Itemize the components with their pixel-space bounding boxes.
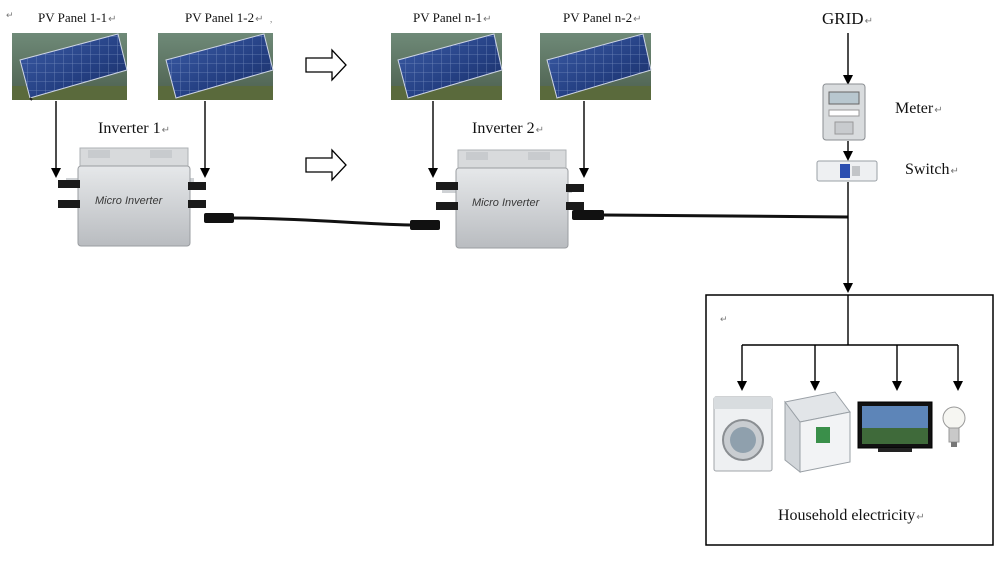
continuation-arrow-middle — [305, 148, 347, 182]
return-mark: ↵ — [950, 166, 959, 177]
pv-panel-n-1-label-text: PV Panel n-1 — [413, 10, 483, 25]
television-image — [857, 401, 933, 452]
return-mark: ↵ — [483, 14, 492, 25]
grid-label: GRID↵ — [822, 9, 873, 29]
continuation-arrow-top — [305, 48, 347, 82]
return-mark: ↵ — [633, 14, 642, 25]
top-load-washer-image — [784, 391, 851, 474]
inverter-2-device-text: Micro Inverter — [472, 197, 541, 209]
meter-label-text: Meter — [895, 100, 934, 117]
pv-panel-n-2-label-text: PV Panel n-2 — [563, 10, 633, 25]
switch-label-text: Switch — [905, 161, 950, 178]
return-mark: ↵ — [108, 14, 117, 25]
stray-comma-mark: , — [270, 14, 273, 24]
solar-panel-image-n-2 — [540, 33, 652, 100]
micro-inverter-2-device — [410, 149, 604, 249]
inverter-1-label: Inverter 1↵ — [98, 120, 170, 138]
circuit-switch-image — [816, 160, 878, 182]
switch-label: Switch↵ — [905, 161, 959, 179]
inverter-1-device-text: Micro Inverter — [95, 195, 164, 207]
ac-cable-inverter-2-to-grid — [603, 213, 849, 219]
inverter-2-label: Inverter 2↵ — [472, 120, 544, 138]
household-return-mark: ↵ — [720, 314, 728, 324]
meter-label: Meter↵ — [895, 100, 943, 118]
light-bulb-image — [942, 406, 966, 447]
return-mark: ↵ — [864, 16, 873, 27]
pv-panel-n-2-label: PV Panel n-2↵ — [563, 10, 642, 26]
solar-panel-image-n-1 — [391, 33, 503, 100]
return-mark: ↵ — [255, 14, 264, 25]
grid-label-text: GRID — [822, 9, 864, 28]
ac-cable-inverter-1-to-2 — [233, 216, 411, 227]
inverter-2-label-text: Inverter 2 — [472, 120, 535, 137]
pv-panel-1-2-label: PV Panel 1-2↵ — [185, 10, 264, 26]
inverter-1-label-text: Inverter 1 — [98, 120, 161, 137]
pv-panel-1-1-label: PV Panel 1-1↵ — [38, 10, 117, 26]
micro-inverter-1-device — [58, 147, 234, 247]
solar-panel-image-1-1 — [12, 33, 128, 101]
return-mark: ↵ — [535, 125, 545, 136]
washing-machine-image — [713, 396, 773, 472]
household-electricity-label: Household electricity↵ — [778, 507, 925, 525]
household-electricity-label-text: Household electricity — [778, 507, 916, 524]
household-box — [705, 294, 994, 546]
solar-panel-image-1-2 — [158, 33, 274, 100]
return-mark: ↵ — [934, 105, 943, 116]
return-mark-left: ↵ — [6, 10, 14, 20]
electricity-meter-image — [822, 83, 866, 141]
pv-panel-1-2-label-text: PV Panel 1-2 — [185, 10, 255, 25]
return-mark: ↵ — [161, 125, 171, 136]
pv-panel-n-1-label: PV Panel n-1↵ — [413, 10, 492, 26]
pv-panel-1-1-label-text: PV Panel 1-1 — [38, 10, 108, 25]
return-mark: ↵ — [916, 512, 925, 523]
